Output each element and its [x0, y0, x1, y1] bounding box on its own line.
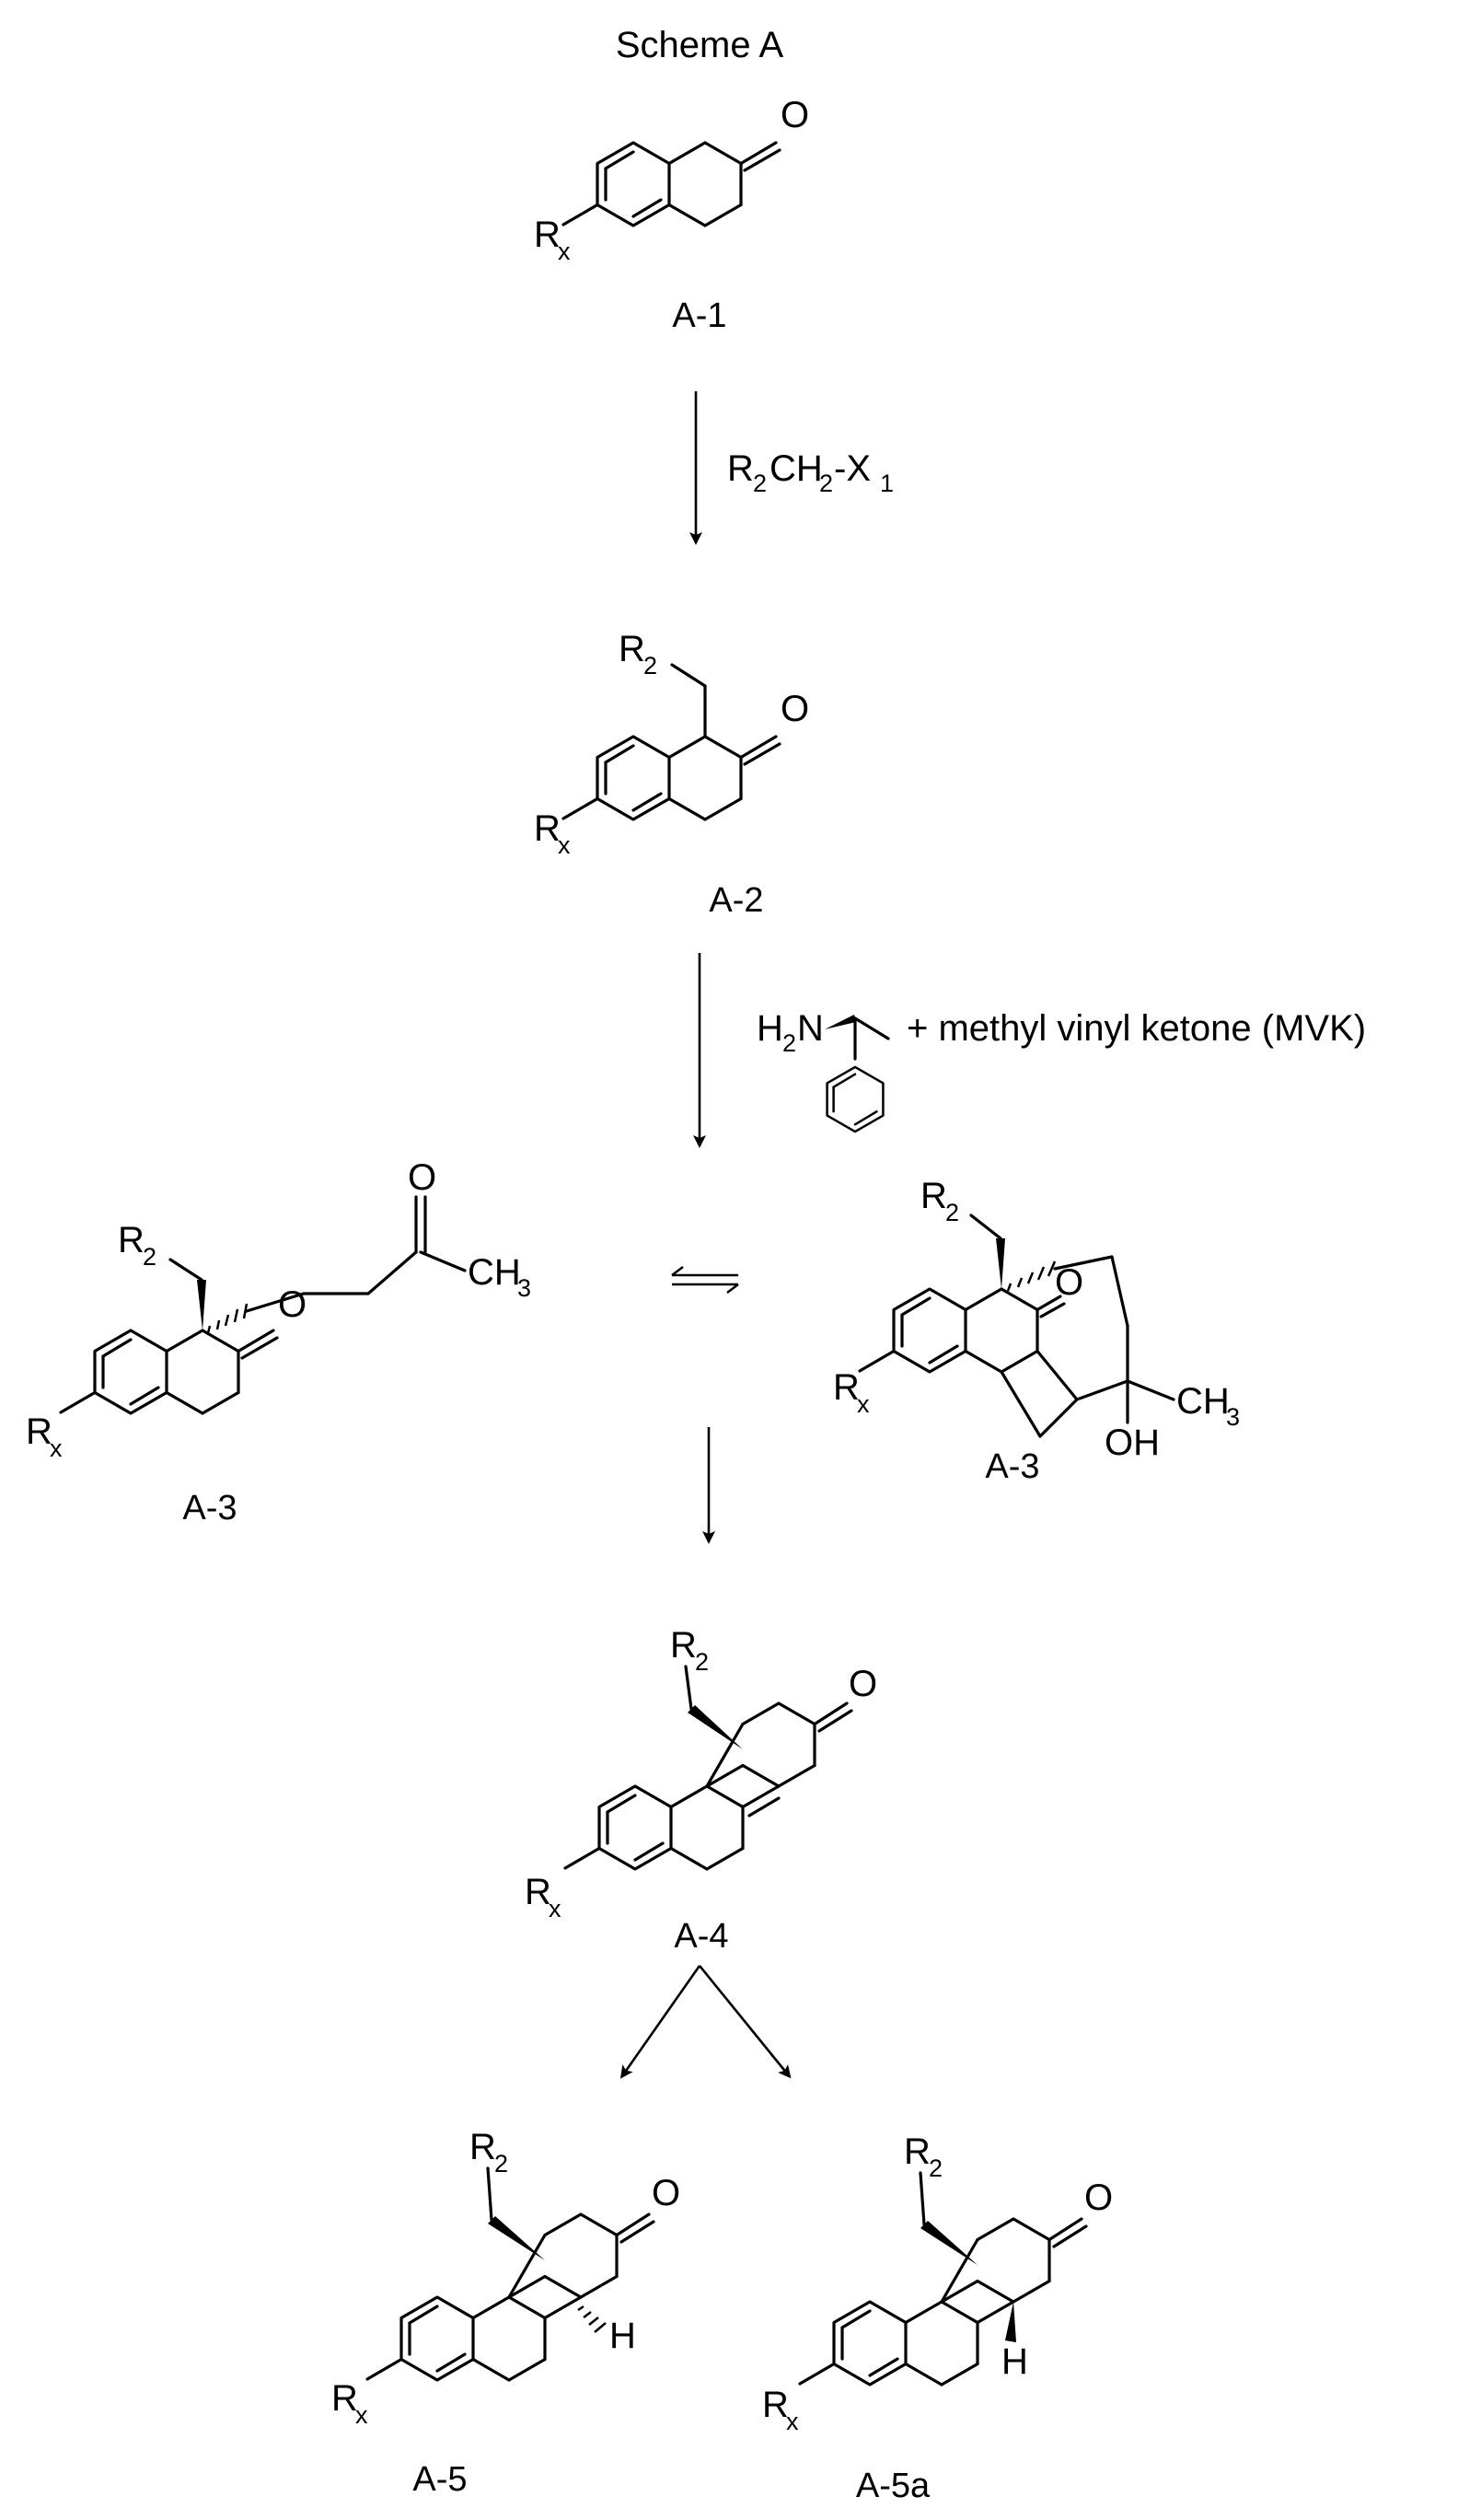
a3o-r2-sub: 2: [143, 1243, 156, 1271]
label-a5: A-5: [412, 2460, 467, 2499]
a5-oxygen: O: [652, 2173, 680, 2213]
compound-a1-structure: O R x: [534, 95, 809, 265]
scheme-title: Scheme A: [616, 25, 784, 65]
compound-a3-open-structure: O R 2 O CH 3 R x: [26, 1157, 531, 1462]
reagent1-r: R: [727, 448, 754, 489]
a3c-ch3-ch: CH: [1176, 1381, 1230, 1422]
a2-r2-r: R: [619, 629, 645, 669]
reagent1-r-sub: 2: [753, 470, 767, 497]
a3o-rx-r: R: [26, 1411, 52, 1452]
reagent1-x: -X: [834, 448, 871, 489]
a2-oxygen: O: [781, 689, 809, 729]
label-a3-cyclic: A-3: [985, 1447, 1039, 1486]
a2-rx-sub: x: [558, 831, 571, 859]
a4-rx-sub: x: [549, 1895, 561, 1922]
label-a1: A-1: [672, 296, 726, 335]
label-a2: A-2: [709, 881, 763, 920]
compound-a4-structure: O R 2 R x: [525, 1625, 877, 1922]
a3o-ch3-sub: 3: [517, 1274, 531, 1302]
a1-rx-r: R: [534, 215, 561, 255]
compound-a5-structure: O R 2 H R x: [331, 2127, 680, 2429]
reagent1-ch: CH: [770, 448, 823, 489]
reagent1-ch-sub: 2: [819, 470, 833, 497]
a3c-r2-r: R: [920, 1176, 947, 1216]
a2-r2-sub: 2: [643, 652, 657, 679]
a3c-r2-sub: 2: [945, 1199, 959, 1226]
compound-a5a-structure: O R 2 H R x: [762, 2131, 1113, 2435]
a3c-rx-r: R: [833, 1367, 860, 1408]
label-a3-open: A-3: [182, 1489, 237, 1527]
a1-oxygen: O: [781, 95, 809, 135]
a5a-r2-sub: 2: [929, 2154, 943, 2182]
a5-r2-r: R: [469, 2127, 496, 2167]
amine-h-sub: 2: [782, 1029, 796, 1057]
a2-rx-r: R: [534, 808, 561, 849]
reagent-step1: R 2 CH 2 -X 1: [727, 448, 894, 497]
reagent1-x-sub: 1: [880, 470, 894, 497]
a5-rx-r: R: [331, 2378, 358, 2419]
a4-rx-r: R: [525, 1872, 551, 1912]
a3o-rx-sub: x: [50, 1434, 63, 1462]
a3o-ketone-oxygen: O: [408, 1157, 436, 1198]
a3c-rx-sub: x: [857, 1390, 870, 1418]
a5-r2-sub: 2: [494, 2150, 508, 2177]
reaction-arrow-to-a5a: [700, 1966, 787, 2073]
a5a-rx-r: R: [762, 2385, 789, 2425]
a3o-r2-r: R: [118, 1220, 145, 1260]
a3c-ch3-sub: 3: [1226, 1403, 1240, 1431]
a1-rx-sub: x: [558, 238, 571, 265]
equilibrium-arrows: [672, 1267, 738, 1293]
a4-oxygen: O: [849, 1664, 877, 1704]
a5a-hydrogen: H: [1001, 2341, 1028, 2382]
reagent-amine: H 2 N + methyl vinyl ketone (MVK): [757, 1008, 1366, 1132]
a5a-r2-r: R: [904, 2131, 931, 2172]
a3o-ch3-ch: CH: [468, 1252, 521, 1293]
compound-a3-cyclic-structure: O R 2 CH 3 OH R x: [833, 1176, 1240, 1463]
compound-a2-structure: O R 2 R x: [534, 629, 809, 859]
reaction-arrow-to-a5: [624, 1966, 700, 2073]
label-a4: A-4: [674, 1917, 728, 1956]
a3c-hydroxyl: OH: [1105, 1423, 1160, 1463]
label-a5a: A-5a: [856, 2467, 931, 2505]
a3o-oxygen: O: [278, 1284, 307, 1325]
amine-h: H: [757, 1008, 783, 1049]
a4-r2-r: R: [670, 1625, 697, 1666]
a4-r2-sub: 2: [695, 1648, 709, 1676]
amine-n: N: [797, 1008, 824, 1049]
a5-hydrogen: H: [609, 2316, 636, 2356]
reagent-mvk: + methyl vinyl ketone (MVK): [907, 1008, 1366, 1049]
a5a-rx-sub: x: [786, 2408, 799, 2435]
a5-rx-sub: x: [355, 2401, 368, 2429]
a5a-oxygen: O: [1084, 2177, 1113, 2218]
